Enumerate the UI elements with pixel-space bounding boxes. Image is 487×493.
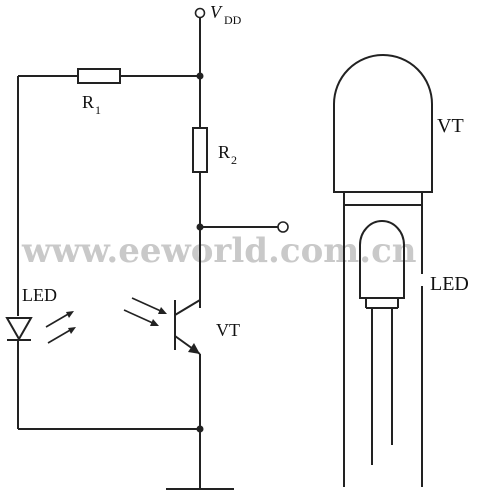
r2-label: R xyxy=(218,142,230,162)
vt-component-label: VT xyxy=(437,115,464,137)
vdd-label-subscript: DD xyxy=(224,13,242,27)
vdd-terminal xyxy=(194,7,206,19)
phototransistor-body xyxy=(333,54,433,193)
vt-label: VT xyxy=(216,320,240,340)
led-body xyxy=(359,220,405,299)
resistor-r2 xyxy=(192,127,208,173)
schematic: V DD R 1 R 2 VT xyxy=(5,2,289,490)
light-in-arrows-icon xyxy=(123,297,167,326)
led-component-label: LED xyxy=(430,273,469,295)
resistor-r1 xyxy=(77,68,121,84)
led-label: LED xyxy=(22,285,57,305)
led-diode-icon xyxy=(5,317,33,342)
transistor-collector xyxy=(174,299,201,316)
light-out-arrows-icon xyxy=(45,311,76,344)
watermark: www.eeworld.com.cn xyxy=(21,231,417,271)
output-terminal xyxy=(277,221,289,233)
vdd-label: V xyxy=(210,2,223,22)
component-illustration: VT LED xyxy=(333,54,469,487)
emitter-arrow-icon xyxy=(188,343,200,354)
r1-label-subscript: 1 xyxy=(95,103,101,117)
r1-label: R xyxy=(82,92,94,112)
r2-label-subscript: 2 xyxy=(231,153,237,167)
